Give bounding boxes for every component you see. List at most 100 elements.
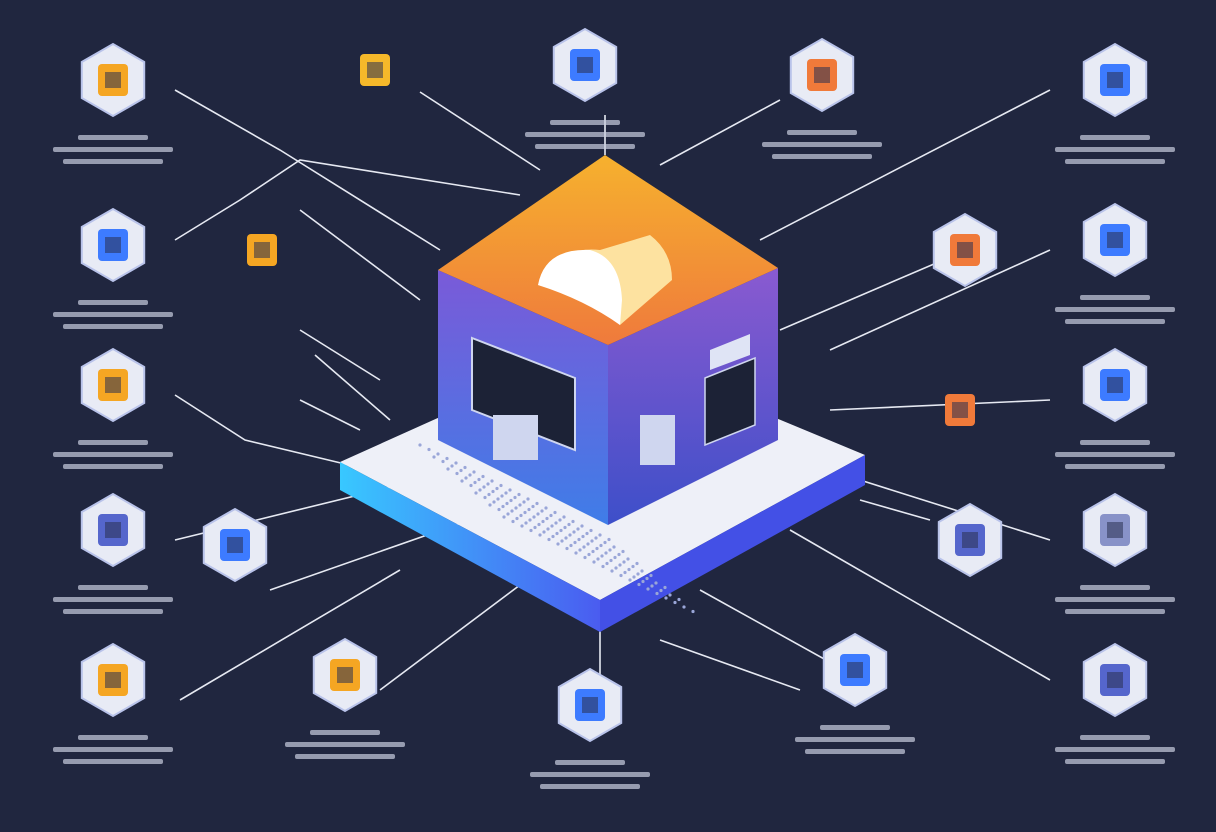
node-cube[interactable] [1055,492,1175,614]
platform-dot [655,591,659,596]
node-cloud-storage[interactable] [53,42,173,164]
platform-dot [628,578,632,582]
platform-dot [481,474,485,479]
platform-dot [677,597,681,602]
connector-line [174,394,371,471]
monitor-icon [1082,202,1148,278]
platform-dot [531,504,535,509]
node-database[interactable] [530,667,650,789]
node-hardware-box[interactable] [762,37,882,159]
label-placeholder [78,735,148,740]
platform-dot [649,573,653,578]
storage-icon [80,492,146,568]
node-analytics[interactable] [945,394,975,426]
label-placeholder [1065,609,1165,614]
platform-dot [565,546,569,551]
platform-dot [506,512,510,516]
platform-dot [598,533,602,537]
analytics-icon [945,394,975,426]
node-mobile[interactable] [360,54,390,86]
node-data-center[interactable] [53,642,173,764]
platform-dot [540,509,544,513]
server-icon [80,207,146,283]
platform-dot [455,471,459,476]
platform-dot [490,479,494,483]
platform-dot [691,609,695,614]
platform-dot [581,534,585,539]
platform-dot [499,483,503,488]
platform-dot [562,515,566,519]
platform-dot [478,488,482,492]
label-placeholder [535,144,635,149]
platform-dot [608,548,612,552]
platform-dot [511,519,515,524]
platform-dot [605,561,609,566]
platform-dot [544,506,548,510]
platform-dot [533,525,537,530]
node-printer[interactable] [525,27,645,149]
label-placeholder [78,300,148,305]
platform-dot [626,557,630,561]
platform-dot [500,494,504,498]
label-placeholder [1055,307,1175,312]
platform-dot [464,476,468,480]
platform-dot [546,527,550,531]
platform-dot [571,519,575,524]
platform-dot [487,492,491,497]
node-rack-unit[interactable] [932,212,998,288]
printer-icon [552,27,618,103]
node-keyboard[interactable] [53,347,173,469]
connector-line [419,91,541,171]
mobile-icon [360,54,390,86]
label-placeholder [310,730,380,735]
label-placeholder [285,742,405,747]
platform-dot [601,564,605,569]
label-placeholder [1080,295,1150,300]
label-placeholder [1065,464,1165,469]
connector-line [829,249,1051,351]
label-placeholder [53,597,173,602]
node-document[interactable] [285,637,405,759]
node-storage-unit[interactable] [53,492,173,614]
platform-dot [427,447,431,452]
platform-dot [596,557,600,561]
platform-dot [508,488,512,492]
label-placeholder [53,452,173,457]
label-placeholder [1080,135,1150,140]
database-icon [557,667,623,743]
platform-dot [482,485,486,489]
platform-dot [637,582,641,587]
label-placeholder [1065,759,1165,764]
node-screen[interactable] [247,234,277,266]
node-tablet[interactable] [937,502,1003,578]
platform-dot [586,542,590,546]
platform-dot [587,552,591,557]
platform-dot [604,551,608,555]
platform-dot [556,542,560,546]
platform-dot [460,479,464,483]
connector-line [299,329,381,381]
node-folder[interactable] [202,507,268,583]
label-placeholder [1055,452,1175,457]
central-cube [438,155,778,525]
platform-dot [641,579,645,584]
platform-dot [573,540,577,545]
node-monitor[interactable] [1055,202,1175,324]
platform-dot [445,456,449,461]
label-placeholder [1080,735,1150,740]
platform-dot [535,501,539,506]
platform-dot [519,513,523,518]
label-placeholder [1080,585,1150,590]
platform-dot [553,510,557,515]
platform-dot [659,588,663,593]
platform-dot [545,516,549,521]
node-network-hub[interactable] [1055,642,1175,764]
label-placeholder [1065,159,1165,164]
node-server-rack[interactable] [53,207,173,329]
connector-line [859,499,931,521]
platform-dot [599,543,603,548]
node-device[interactable] [1055,42,1175,164]
node-security[interactable] [1055,347,1175,469]
platform-dot [621,549,625,554]
node-circuit[interactable] [795,632,915,754]
